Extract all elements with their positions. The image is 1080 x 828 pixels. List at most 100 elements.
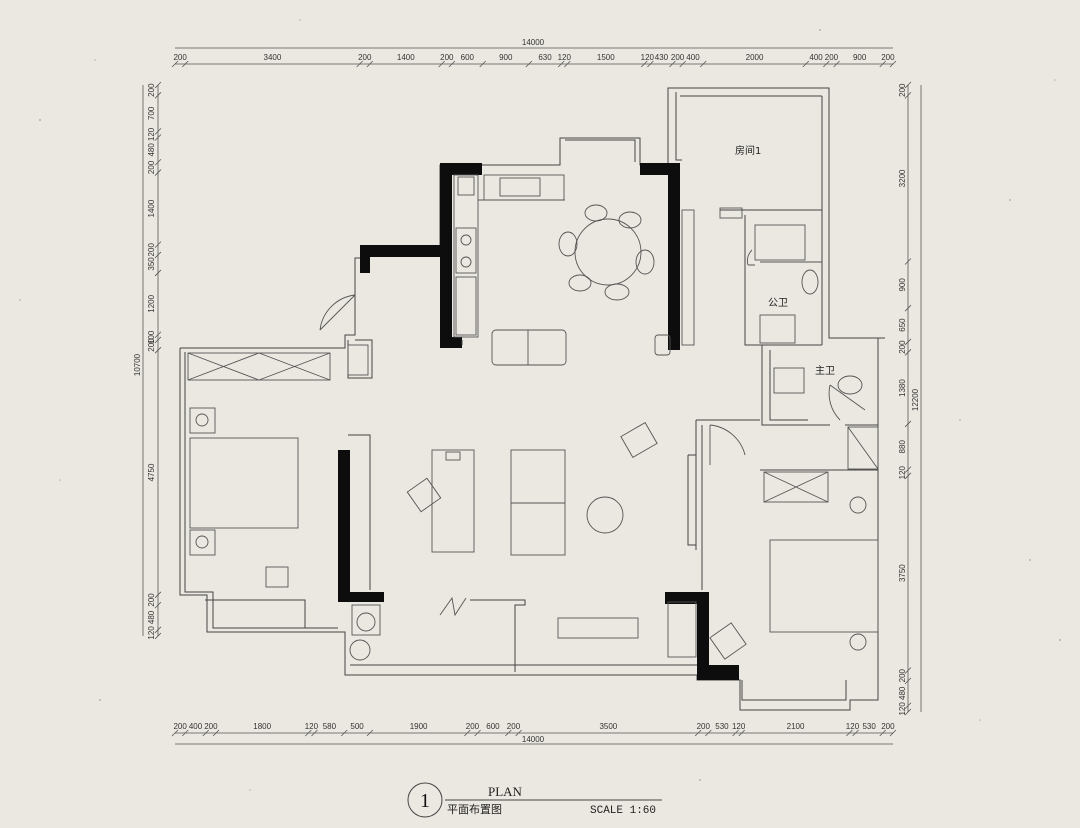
toilet-public	[801, 269, 819, 295]
dimension-label: 900	[898, 278, 907, 292]
wall-bedroom-left-foot	[338, 592, 384, 602]
dimension-tick	[202, 729, 210, 737]
dimension-label: 400	[809, 53, 823, 62]
dimension-label: 900	[499, 53, 513, 62]
master-chair	[709, 622, 747, 660]
dimension-tick	[154, 269, 162, 277]
side-table	[406, 477, 442, 513]
wall-dining-right	[668, 163, 680, 350]
dimension-tick	[904, 338, 912, 346]
dimension-label: 400	[189, 722, 203, 731]
dimension-tick	[904, 304, 912, 312]
dimension-label: 430	[655, 53, 669, 62]
dimension-tick	[474, 729, 481, 737]
dimension-tick	[852, 729, 859, 737]
bed-left	[189, 437, 299, 529]
dimension-label: 1800	[253, 722, 271, 731]
master-bedroom	[667, 471, 879, 660]
dimension-tick	[879, 60, 887, 68]
sofa-right	[510, 449, 566, 556]
dimension-tick	[738, 729, 745, 737]
dimension-label: 120	[898, 702, 907, 716]
partitions	[347, 209, 878, 590]
dimension-tick	[311, 729, 318, 737]
dimension-label: 480	[147, 143, 156, 157]
folding-door	[439, 596, 467, 617]
public-bath: 公卫	[754, 224, 822, 344]
dimension-tick	[904, 349, 912, 356]
dimension-label: 120	[641, 53, 655, 62]
public-bath-label: 公卫	[768, 298, 788, 309]
room1-label: 房间1	[735, 144, 761, 157]
dimension-tick	[154, 346, 162, 354]
dimension-tick	[694, 729, 702, 737]
dimension-label: 200	[898, 668, 907, 682]
dimension-label: 3500	[599, 722, 617, 731]
dimension-label: 2000	[746, 53, 764, 62]
fridge	[455, 276, 477, 336]
island	[491, 329, 567, 366]
dimension-tick	[904, 420, 912, 428]
dimension-label: 530	[862, 722, 876, 731]
public-bath-door	[746, 249, 755, 266]
dimension-label: 120	[305, 722, 319, 731]
kitchen	[453, 174, 565, 338]
dimension-tick	[515, 729, 522, 737]
dimension-label: 200	[147, 338, 156, 352]
dimension-label: 200	[440, 53, 454, 62]
plan-number: 1	[420, 790, 430, 812]
dimension-tick	[171, 60, 179, 68]
dimension-label: 200	[147, 83, 156, 97]
dimension-tick	[823, 60, 830, 68]
dimension-label: 200	[898, 340, 907, 354]
dimension-tick	[154, 251, 162, 259]
dimension-label: 200	[881, 53, 895, 62]
dimension-label: 200	[881, 722, 895, 731]
wardrobe	[187, 352, 331, 381]
structural-walls	[338, 163, 739, 680]
dimension-label: 200	[204, 722, 218, 731]
dimension-label: 1200	[147, 294, 156, 312]
master-bath: 主卫	[773, 365, 879, 470]
dimension-tick	[356, 60, 363, 68]
title-block: 1 PLAN 平面布置图 SCALE 1:60	[407, 782, 662, 818]
dimension-label: 200	[507, 722, 521, 731]
top-total-dim: 14000	[522, 38, 545, 47]
master-wardrobe	[763, 471, 829, 503]
dimension-tick	[904, 702, 912, 710]
dimension-label: 100	[147, 330, 156, 344]
dimension-label: 4750	[147, 463, 156, 481]
dimension-label: 2100	[787, 722, 805, 731]
dimension-label: 200	[671, 53, 685, 62]
dimension-tick	[802, 60, 810, 68]
dining	[491, 204, 695, 366]
right-dimensions: 12200 2003200900650200138088012037502004…	[898, 81, 922, 716]
left-dimensions: 10700 2007001204802001400200350120010020…	[133, 81, 162, 640]
dimension-tick	[154, 128, 162, 135]
dimension-tick	[154, 331, 162, 339]
dimension-tick	[154, 336, 162, 344]
master-bath-door	[828, 384, 866, 421]
dimension-tick	[154, 591, 162, 599]
dimension-tick	[154, 601, 162, 609]
stove	[455, 227, 477, 274]
dimension-tick	[557, 60, 565, 68]
dimension-tick	[154, 81, 162, 89]
dimension-tick	[904, 677, 912, 685]
dimension-tick	[669, 60, 676, 68]
dimension-tick	[699, 60, 707, 68]
dimension-tick	[181, 60, 189, 68]
wall-kitchen-foot	[440, 337, 462, 348]
master-bath-label: 主卫	[815, 365, 835, 377]
kitchen-counter	[453, 174, 479, 338]
paper-texture	[19, 19, 1061, 791]
dimension-label: 650	[898, 318, 907, 332]
dimension-label: 200	[825, 53, 839, 62]
dimension-label: 1400	[397, 53, 415, 62]
dimension-label: 200	[173, 53, 187, 62]
dimension-tick	[154, 632, 162, 640]
wall-entry-top	[360, 245, 452, 257]
dimension-label: 120	[147, 626, 156, 640]
